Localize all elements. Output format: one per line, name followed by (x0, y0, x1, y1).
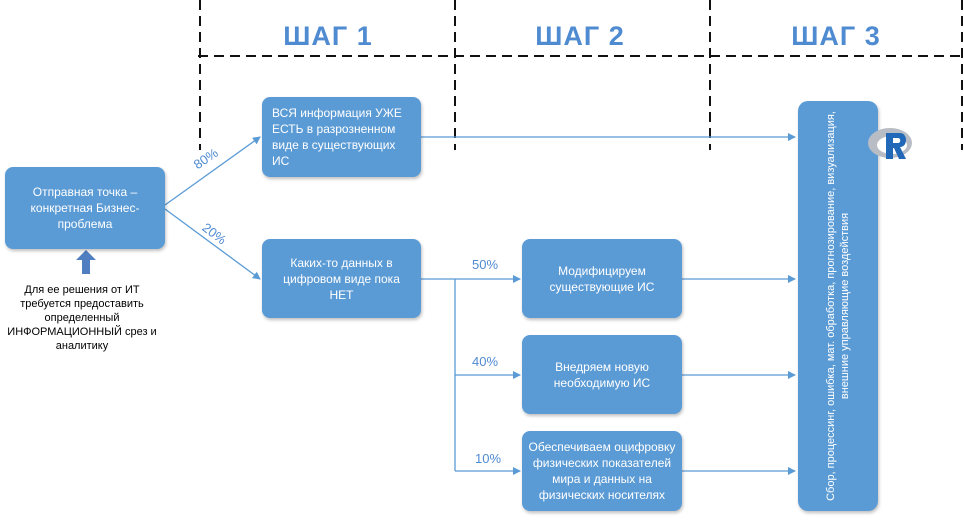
start-note: Для ее решения от ИТ требуется предостав… (7, 284, 157, 352)
action-percent-modify: 50% (472, 257, 499, 272)
missing-data-label: Каких-то данных в цифровом виде пока НЕТ (283, 255, 400, 302)
missing-data-box: Каких-то данных в цифровом виде пока НЕТ (262, 239, 421, 318)
action-box-digitize: Обеспечиваем оцифровку физических показа… (522, 431, 682, 511)
action-label-digitize: Обеспечиваем оцифровку физических показа… (528, 440, 676, 502)
final-processing-box: Сбор, процессинг, ошибка, мат. обработка… (798, 101, 878, 511)
action-box-modify: Модифицируем существующие ИС (522, 239, 682, 318)
action-box-implement: Внедряем новую необходимую ИС (522, 335, 682, 414)
start-box: Отправная точка – конкретная Бизнес-проб… (5, 167, 165, 249)
up-arrow-icon (76, 250, 96, 274)
existing-info-label: ВСЯ информация УЖЕ ЕСТЬ в разрозненном в… (272, 106, 402, 168)
existing-info-box: ВСЯ информация УЖЕ ЕСТЬ в разрозненном в… (262, 97, 421, 177)
step-title-2: ШАГ 2 (535, 20, 625, 51)
step-grid (198, 0, 964, 150)
r-logo-icon (868, 128, 912, 159)
connector-start-to-existing (164, 136, 261, 206)
step-title-3: ШАГ 3 (791, 20, 881, 51)
final-processing-label: Сбор, процессинг, ошибка, мат. обработка… (825, 111, 851, 501)
action-percent-implement: 40% (472, 354, 499, 369)
start-box-label: Отправная точка – конкретная Бизнес-проб… (30, 185, 140, 231)
step-title-1: ШАГ 1 (283, 20, 373, 51)
action-label-modify: Модифицируем существующие ИС (549, 263, 655, 294)
connector-start-to-missing (164, 208, 261, 280)
action-percent-digitize: 10% (475, 451, 502, 466)
action-label-implement: Внедряем новую необходимую ИС (553, 359, 651, 390)
